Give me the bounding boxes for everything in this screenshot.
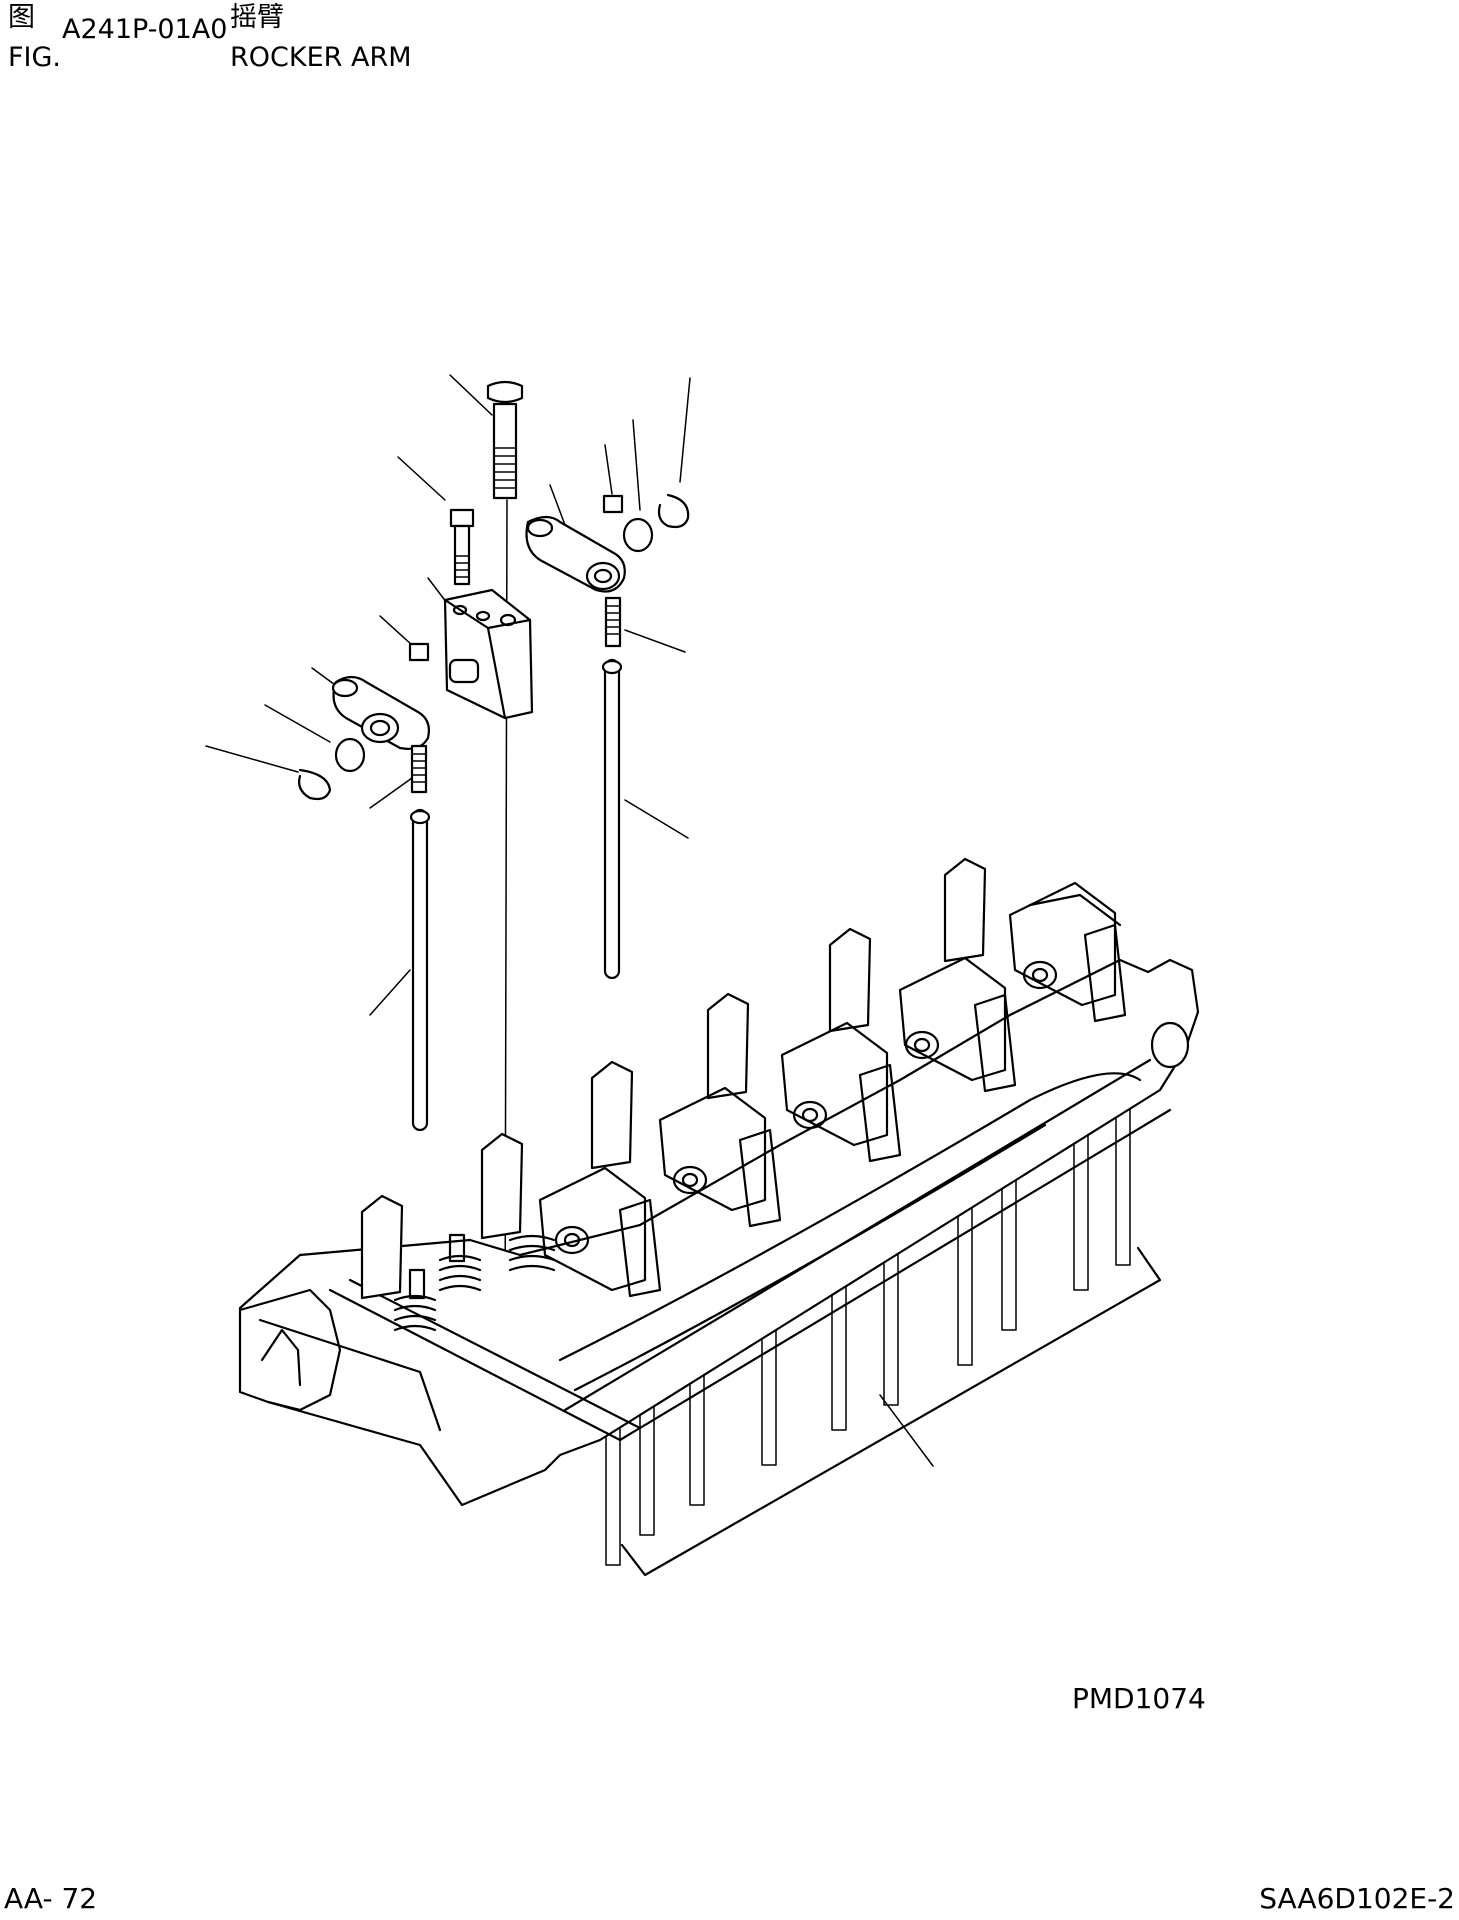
fig-label: FIG.: [8, 42, 61, 73]
rocker-arm-support: [443, 588, 534, 720]
rocker-arm-lower: [331, 675, 430, 750]
adjust-screw-lower: [410, 744, 428, 794]
snap-ring-upper: [657, 493, 690, 529]
fig-symbol: 图: [8, 2, 35, 33]
title-cn: 摇臂: [230, 2, 284, 33]
page-number: AA- 72: [4, 1882, 98, 1915]
drawing-ref-code: PMD1074: [1072, 1682, 1206, 1715]
support-bolt: [449, 508, 475, 586]
rocker-arm-upper: [525, 515, 626, 593]
adjust-nut-lower: [408, 642, 430, 662]
thrust-washer-lower: [334, 737, 366, 773]
thrust-washer-upper: [622, 517, 654, 553]
cylinder-head-assembly: [238, 857, 1200, 1577]
push-rod-left: [409, 808, 431, 1132]
push-rod-right: [601, 658, 623, 980]
snap-ring-lower: [298, 768, 332, 801]
title-en: ROCKER ARM: [230, 42, 412, 73]
doc-code: SAA6D102E-2: [1259, 1882, 1455, 1915]
fig-code: A241P-01A0: [62, 14, 228, 45]
adjust-nut-upper: [602, 494, 624, 514]
adjust-screw-upper: [604, 596, 622, 648]
rocker-shaft-bolt: [486, 380, 524, 500]
